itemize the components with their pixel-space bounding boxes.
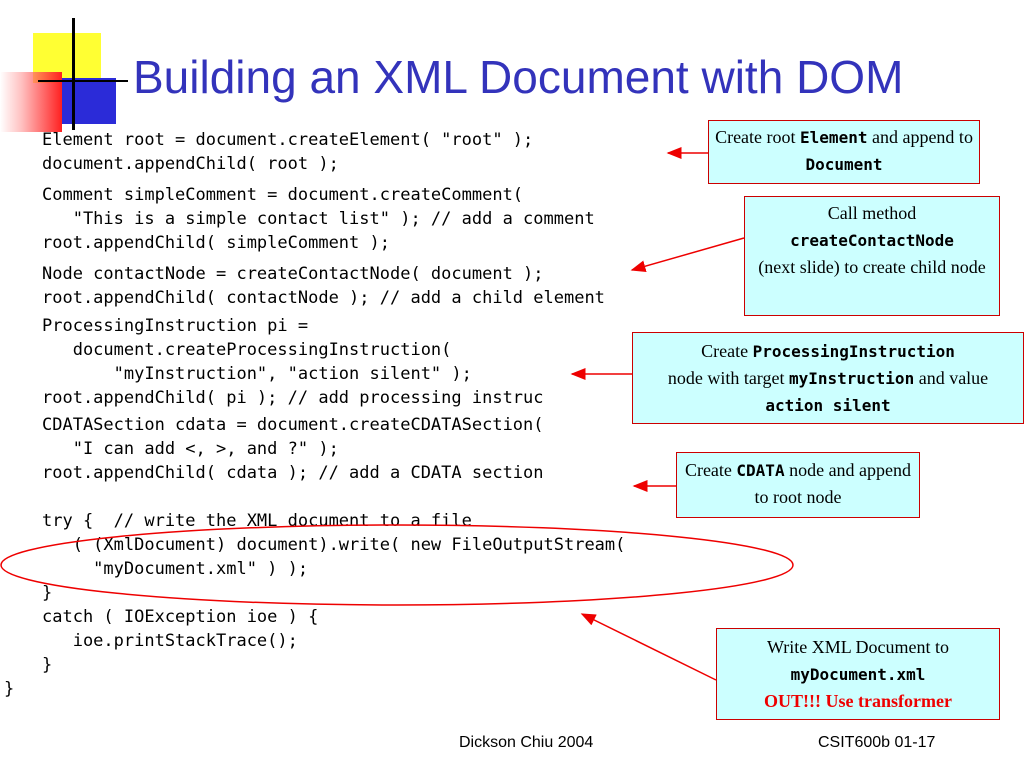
code-line: } — [4, 679, 15, 699]
callout-text: Create — [684, 460, 737, 480]
callout-write-xml: Write XML Document to myDocument.xml OUT… — [716, 628, 1000, 720]
logo-horizontal-line — [38, 80, 128, 82]
code-line: } — [42, 655, 53, 675]
code-line: Comment simpleComment = document.createC… — [42, 185, 524, 205]
code-line: root.appendChild( contactNode ); // add … — [42, 288, 605, 308]
code-line: Element root = document.createElement( "… — [42, 130, 534, 150]
highlight-ellipse — [0, 524, 794, 606]
callout-code: ProcessingInstruction — [752, 342, 955, 361]
code-line: document.appendChild( root ); — [42, 154, 339, 174]
code-line: "myInstruction", "action silent" ); — [42, 364, 472, 384]
callout-code: Element — [800, 128, 868, 147]
callout-code: CDATA — [736, 461, 785, 480]
arrow-write — [580, 613, 717, 681]
logo-blue-block — [60, 78, 116, 124]
code-line: ProcessingInstruction pi = — [42, 316, 309, 336]
callout-warning: OUT!!! Use transformer — [764, 691, 952, 711]
callout-text: node and append to root node — [754, 460, 912, 507]
footer-author: Dickson Chiu 2004 — [459, 734, 594, 751]
callout-text: Call method — [827, 203, 917, 223]
code-line: "myDocument.xml" ) ); — [42, 559, 309, 579]
callout-text: and value — [914, 368, 989, 388]
callout-processing-instruction: Create ProcessingInstruction node with t… — [632, 332, 1024, 424]
code-line: root.appendChild( simpleComment ); — [42, 233, 390, 253]
callout-text: node with target — [667, 368, 789, 388]
callout-text: and append to — [867, 127, 973, 147]
footer-page: CSIT600b 01-17 — [818, 734, 936, 751]
callout-code: myInstruction — [788, 369, 915, 388]
callout-call-method: Call method createContactNode (next slid… — [744, 196, 1000, 316]
callout-create-root: Create root Element and append to Docume… — [708, 120, 980, 184]
callout-create-cdata: Create CDATA node and append to root nod… — [676, 452, 920, 518]
arrow-contact-node — [630, 237, 745, 273]
code-line: root.appendChild( pi ); // add processin… — [42, 388, 544, 408]
callout-text: Create root — [715, 127, 801, 147]
callout-text: Write XML Document to — [766, 637, 950, 657]
code-line: root.appendChild( cdata ); // add a CDAT… — [42, 463, 544, 483]
callout-code: action silent — [765, 396, 891, 415]
callout-code: createContactNode — [790, 231, 954, 250]
callout-code: myDocument.xml — [790, 665, 926, 684]
code-line: Node contactNode = createContactNode( do… — [42, 264, 544, 284]
code-line: ( (XmlDocument) document).write( new Fil… — [42, 535, 626, 555]
slide-title: Building an XML Document with DOM — [133, 51, 904, 103]
code-line: CDATASection cdata = document.createCDAT… — [42, 415, 544, 435]
code-line: "This is a simple contact list" ); // ad… — [42, 209, 595, 229]
callout-text: Create — [701, 341, 753, 361]
code-line: } — [42, 583, 53, 603]
callout-code: Document — [805, 155, 883, 174]
code-line: "I can add <, >, and ?" ); — [42, 439, 339, 459]
code-line: ioe.printStackTrace(); — [42, 631, 298, 651]
logo-vertical-line — [72, 18, 75, 130]
code-line: document.createProcessingInstruction( — [42, 340, 452, 360]
logo-red-block — [0, 72, 62, 132]
callout-text: (next slide) to create child node — [758, 257, 986, 277]
code-line: catch ( IOException ioe ) { — [42, 607, 319, 627]
